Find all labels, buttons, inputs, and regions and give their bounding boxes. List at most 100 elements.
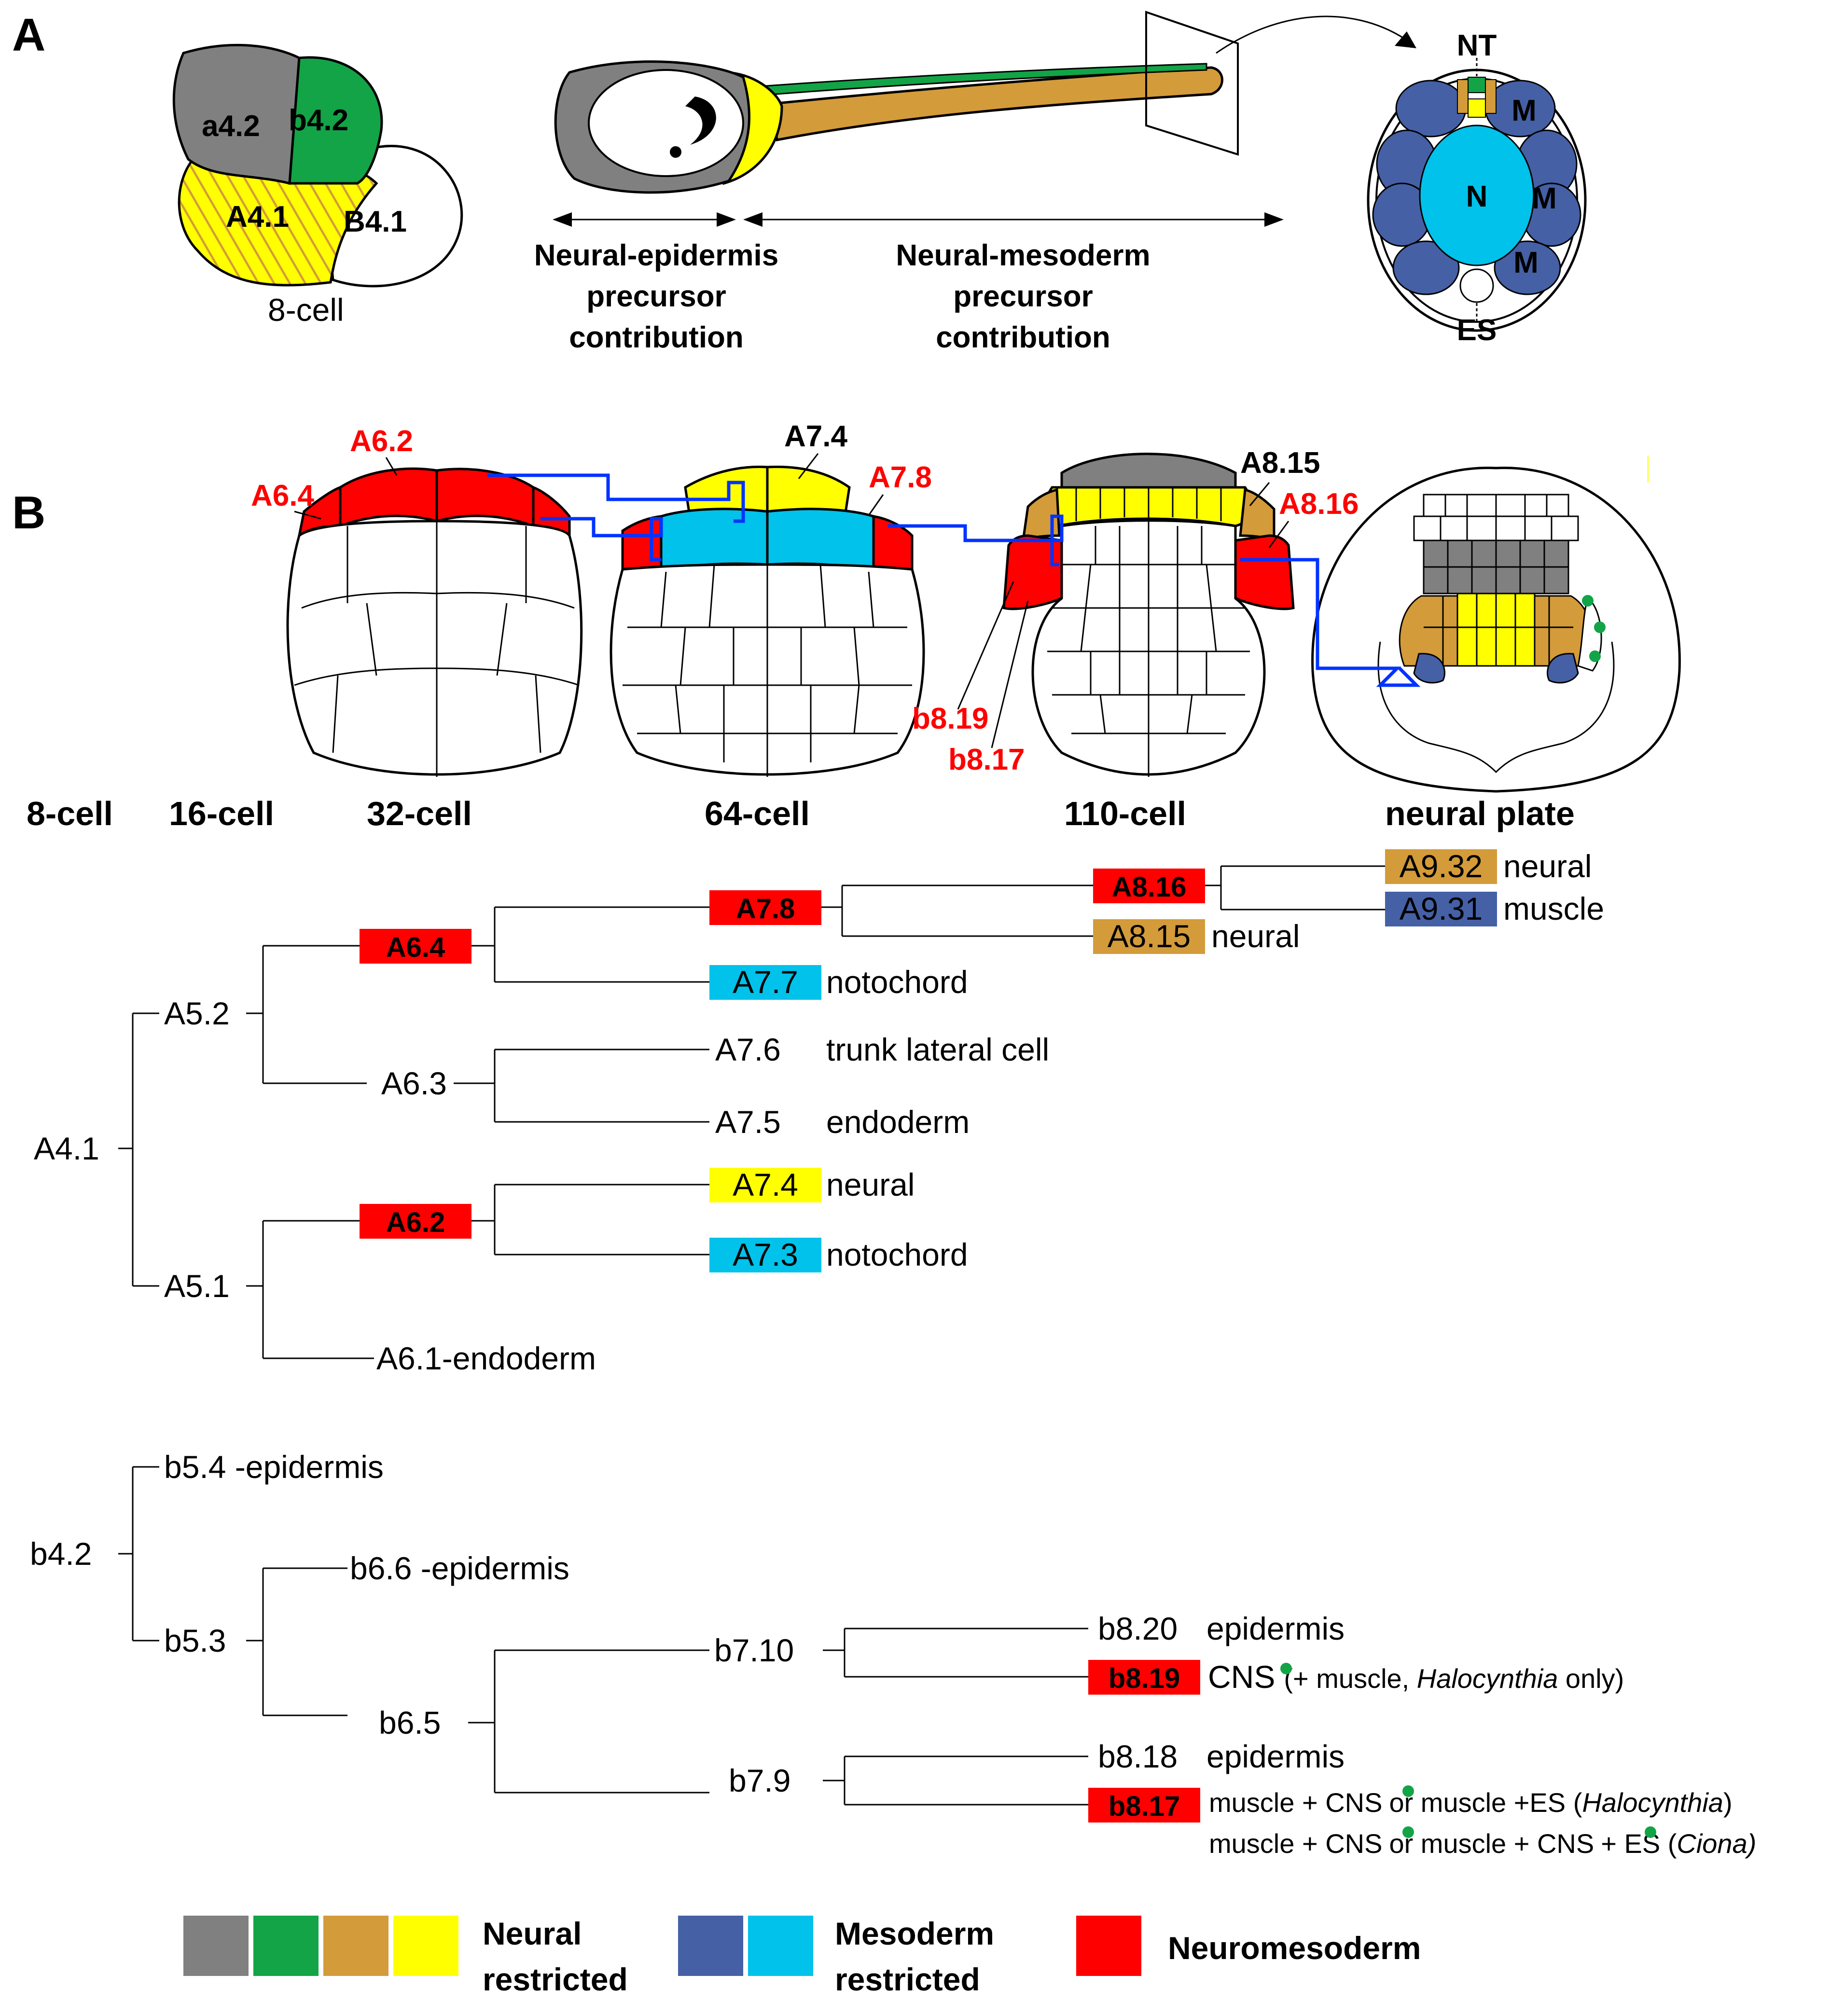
contrib-right-line2: precursor [953,280,1093,313]
embryo-label-b817: b8.17 [948,743,1025,776]
n-label: N [1466,180,1488,213]
green-dot [1280,1663,1292,1674]
fate-a815: neural [1211,918,1300,954]
embryo-64-cell [610,466,925,777]
stage-16-cell: 16-cell [169,795,274,832]
node-a41: A4.1 [34,1131,99,1166]
fate-a73: notochord [826,1237,968,1272]
fate-b817-l1-a: muscle + CNS [1209,1787,1382,1818]
b41-label: B4.1 [344,205,407,238]
node-b53: b5.3 [164,1623,226,1658]
sensory-vesicle [685,97,716,145]
fate-b817-l2-a: muscle + CNS [1209,1828,1382,1859]
fate-b819-end: only) [1558,1663,1624,1694]
muscle-cell [1494,240,1561,295]
node-a931: A9.31 [1400,891,1483,926]
node-a78: A7.8 [736,893,795,925]
tail-notochord [771,66,1223,141]
node-b54: b5.4 -epidermis [164,1449,384,1485]
tail-nerve-cord [751,63,1207,97]
m-label-2: M [1532,182,1557,215]
eight-cell-caption: 8-cell [268,292,344,328]
node-b818: b8.18 [1098,1739,1178,1774]
eight-cell-embryo: a4.2 b4.2 A4.1 B4.1 8-cell [172,43,463,328]
muscle-cell [1392,240,1460,295]
b42-label: b4.2 [289,104,348,137]
embryo-label-a815: A8.15 [1240,446,1320,480]
legend-neuromesoderm: Neuromesoderm [1168,1930,1421,1966]
m-label-3: M [1513,246,1539,279]
node-a77: A7.7 [733,964,798,1000]
node-a62: A6.2 [386,1207,445,1238]
a42-cell [172,43,301,185]
node-a815: A8.15 [1108,918,1191,954]
legend-neural-line1: Neural [483,1916,582,1951]
lineage-connectors [487,473,1421,687]
fate-a75: endoderm [826,1104,970,1140]
a41-label: A4.1 [226,200,289,234]
fate-a931: muscle [1503,891,1604,926]
node-b79: b7.9 [729,1763,790,1798]
stage-64-cell: 64-cell [705,795,810,832]
node-b65: b6.5 [379,1705,441,1740]
embryo-label-a64: A6.4 [251,479,314,512]
contribution-arrows [553,212,1284,227]
green-dot [1402,1785,1414,1797]
fate-b817-l1-c: ) [1723,1787,1733,1818]
fate-a76: trunk lateral cell [826,1032,1049,1067]
badge-a815 [1093,919,1205,954]
fate-b817-l2-species: Ciona) [1677,1828,1756,1859]
swatch-cyan [748,1916,813,1976]
section-arrowhead [1395,31,1416,48]
node-a63: A6.3 [381,1065,447,1101]
badge-b817 [1088,1788,1200,1823]
swatch-grey [183,1916,249,1976]
badge-b819 [1088,1660,1200,1695]
node-a816: A8.16 [1112,871,1187,903]
notochord [1419,124,1535,266]
badge-a816 [1093,869,1205,903]
embryo-label-a816: A8.16 [1279,487,1359,521]
panel-b-label: B [12,487,45,539]
badge-a64 [360,929,471,964]
tadpole-larva [554,11,1416,194]
fate-b817-l1-b: or muscle +ES ( [1389,1787,1582,1818]
fate-a74: neural [826,1167,915,1202]
legend [183,1916,1141,1976]
badge-a62 [360,1204,471,1239]
embryo-110-cell [1002,453,1295,777]
neural-tube-tan-right [1485,79,1497,114]
embryo-label-a62: A6.2 [350,425,413,458]
lineage-tree-a41 [118,865,1385,1359]
fate-b818: epidermis [1206,1739,1345,1774]
stage-neural-plate: neural plate [1385,795,1575,832]
fate-b817-l2-c: + ES ( [1601,1828,1677,1859]
fate-a932: neural [1503,848,1592,884]
legend-mesoderm-line1: Mesoderm [835,1916,994,1951]
node-a73: A7.3 [733,1237,798,1272]
a42-label: a4.2 [202,110,260,143]
node-b817: b8.17 [1109,1791,1180,1822]
es-label: ES [1457,314,1497,347]
node-b66: b6.6 -epidermis [350,1550,569,1586]
lineage-tree-b42 [118,1466,1088,1806]
fate-b817-l2-b: or muscle + CNS [1389,1828,1594,1859]
node-a932: A9.32 [1400,848,1483,884]
neural-tube-yellow [1468,98,1486,118]
badge-a931 [1385,892,1497,926]
contrib-right-line1: Neural-mesoderm [896,239,1150,272]
section-plane [1145,11,1239,156]
embryo-label-a78: A7.8 [869,461,932,494]
m-label-1: M [1511,94,1537,127]
contrib-left-line1: Neural-epidermis [534,239,779,272]
tail-cross-section [1367,58,1587,332]
embryo-label-a74: A7.4 [784,420,847,453]
node-a64: A6.4 [386,932,445,963]
node-b710: b7.10 [714,1632,794,1668]
node-b42: b4.2 [30,1536,92,1572]
badge-a932 [1385,849,1497,884]
badge-a74 [709,1168,821,1202]
badge-a78 [709,890,821,925]
